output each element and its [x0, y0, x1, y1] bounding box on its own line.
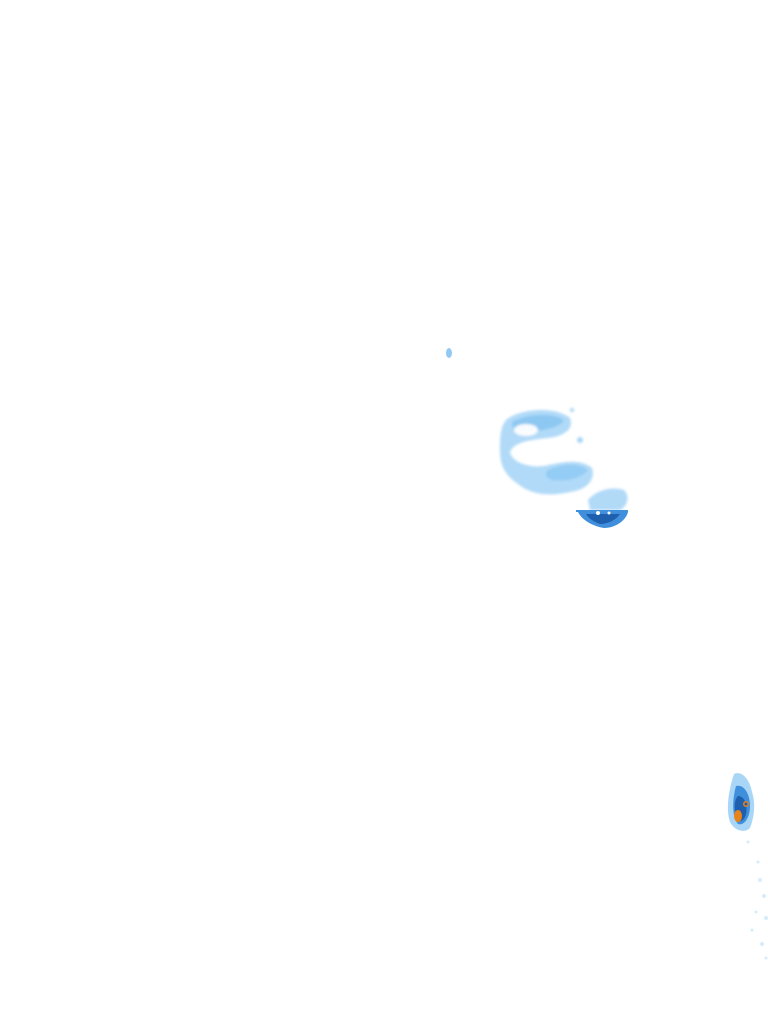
isolated-speck — [446, 348, 452, 358]
edge-storm-cell — [727, 773, 755, 831]
ring-shaped-cell — [500, 408, 593, 495]
scattered-drizzle — [746, 840, 768, 960]
cell-edge-band — [576, 488, 628, 528]
